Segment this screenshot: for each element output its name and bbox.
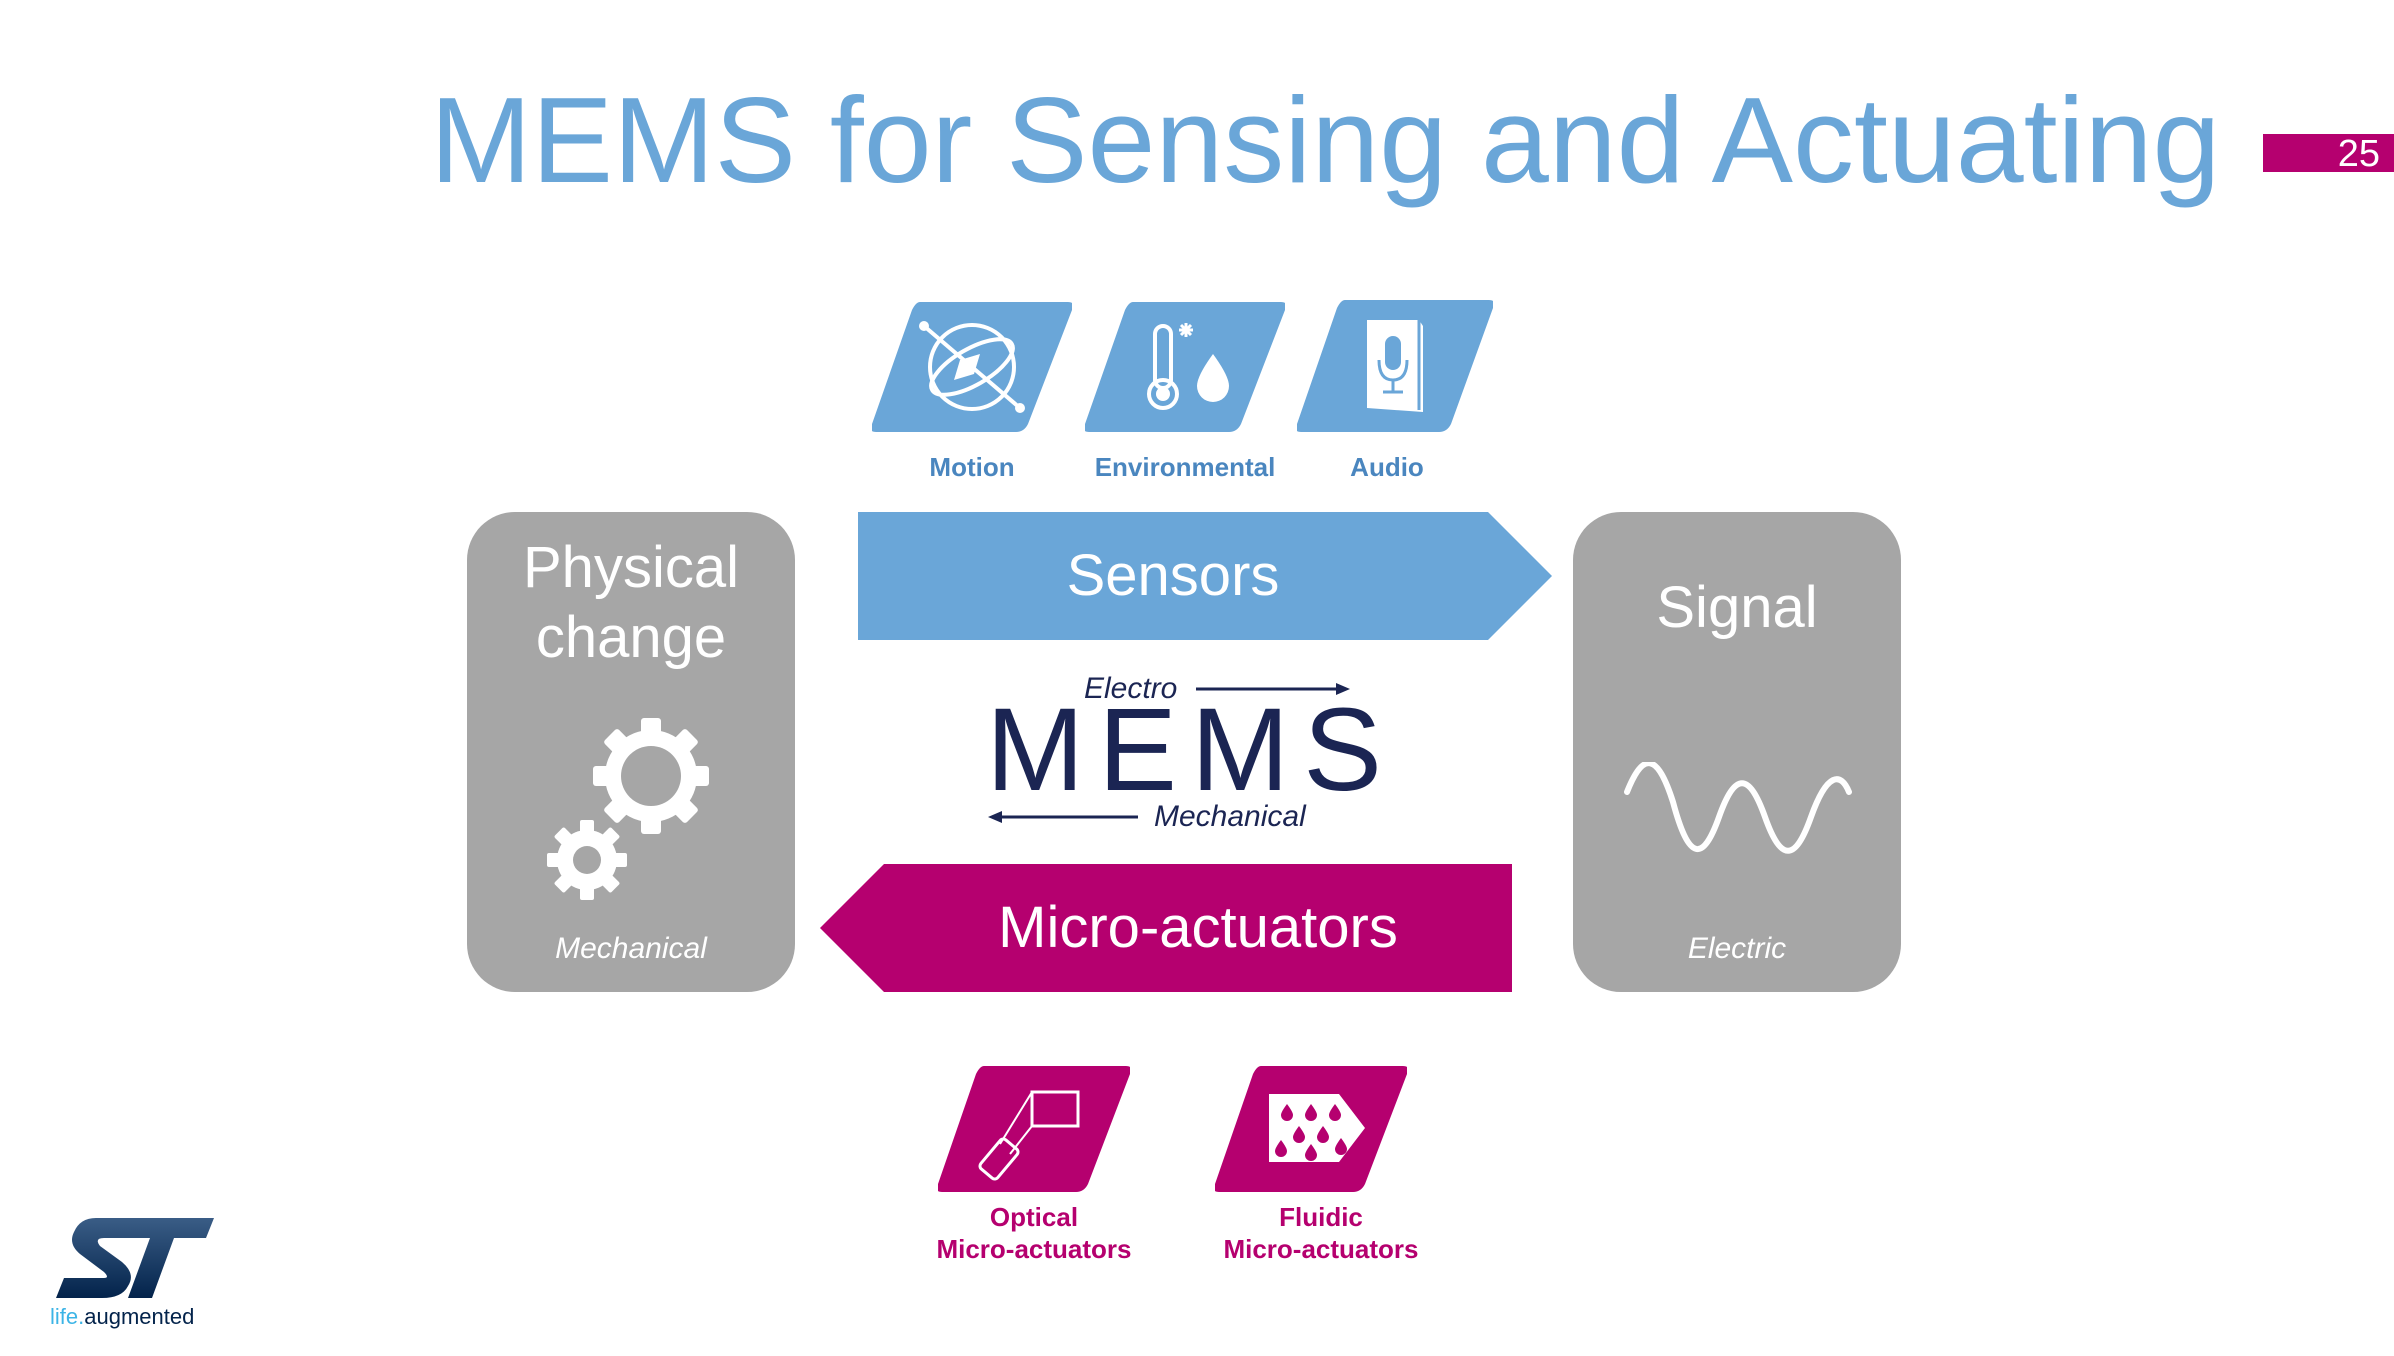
physical-change-title-line2: change [535,605,727,670]
micro-actuators-arrow: Micro-actuators [820,864,1512,992]
st-tagline-life: life [50,1304,79,1329]
motion-label: Motion [929,452,1015,482]
fluidic-tile: Fluidic Micro-actuators [1215,1066,1419,1264]
microphone-icon [1297,300,1493,432]
right-arrow-icon [1196,683,1350,695]
signal-title: Signal [1656,575,1818,640]
audio-label: Audio [1350,452,1424,482]
st-logo-mark [56,1218,214,1298]
signal-box: Signal Electric [1573,512,1901,992]
fluidic-label-line2: Micro-actuators [1223,1234,1419,1264]
st-logo: life.augmented [50,1218,220,1336]
sensors-label: Sensors [1066,543,1280,608]
optical-tile: Optical Micro-actuators [936,1066,1132,1264]
physical-change-box: Physical change [467,512,795,992]
motion-icon [872,302,1072,432]
projector-phone-icon [938,1066,1130,1192]
fluidic-label-line1: Fluidic [1279,1202,1363,1232]
physical-change-title-line1: Physical [523,535,739,600]
st-tagline: life.augmented [50,1304,194,1330]
st-tagline-augmented: augmented [84,1304,195,1329]
slide-title: MEMS for Sensing and Actuating [430,72,2221,208]
mems-word: MEMS [986,684,1396,816]
page-number-bar: 25 [2263,133,2394,175]
gears-icon [547,718,709,900]
audio-tile: Audio [1297,300,1493,482]
st-tagline-dot: . [78,1304,85,1329]
droplets-icon [1215,1066,1407,1192]
thermometer-droplet-icon [1085,302,1285,432]
physical-change-subtitle: Mechanical [555,932,707,965]
signal-subtitle: Electric [1687,932,1787,965]
electro-label: Electro [1084,672,1178,705]
page-number: 25 [2337,133,2380,175]
optical-label-line2: Micro-actuators [936,1234,1132,1264]
left-arrow-icon [988,811,1138,823]
optical-label-line1: Optical [989,1202,1079,1232]
mechanical-label: Mechanical [1154,800,1306,833]
environmental-label: Environmental [1094,452,1276,482]
sensors-arrow: Sensors [858,512,1552,640]
motion-tile: Motion [872,302,1072,482]
sine-wave-icon [1624,762,1852,854]
environmental-tile: Environmental [1085,302,1285,482]
micro-actuators-label: Micro-actuators [998,895,1398,960]
micro-actuators-arrow-shape [820,864,1512,992]
sensors-arrow-shape [858,512,1552,640]
